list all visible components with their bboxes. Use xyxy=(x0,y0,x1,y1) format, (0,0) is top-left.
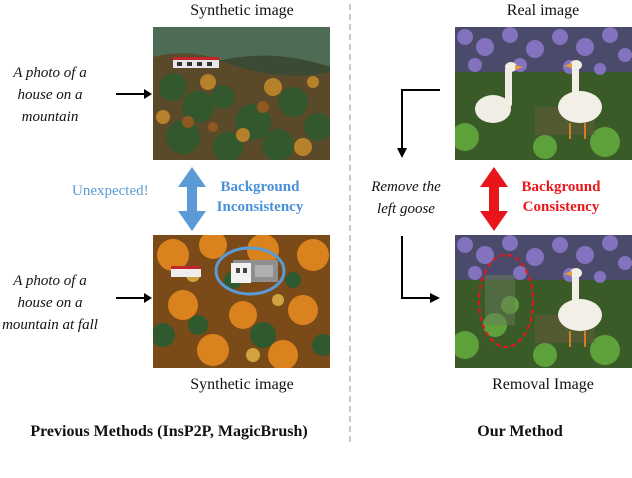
label-line: Background xyxy=(521,179,601,195)
right-top-caption: Real image xyxy=(506,2,580,19)
right-bottom-caption: Removal Image xyxy=(492,376,594,393)
background-inconsistency-label: Background Inconsistency xyxy=(207,177,313,217)
label-line: Inconsistency xyxy=(216,199,304,215)
left-footer-title: Previous Methods (InsP2P, MagicBrush) xyxy=(30,423,308,440)
prompt-line: A photo of a xyxy=(13,65,87,81)
prompt-house-mountain: A photo of a house on a mountain xyxy=(2,62,98,128)
synthetic-house-fall-image xyxy=(153,235,330,368)
bracket-arrow-down-icon xyxy=(397,89,440,158)
label-line: Consistency xyxy=(522,199,600,215)
prompt-line: mountain at fall xyxy=(2,317,98,333)
arrow-right-icon xyxy=(116,89,152,99)
prompt-line: house on a xyxy=(17,87,83,103)
arrow-right-icon xyxy=(116,293,152,303)
left-bottom-caption: Synthetic image xyxy=(190,376,294,393)
background-consistency-label: Background Consistency xyxy=(508,177,614,217)
prompt-line: mountain xyxy=(21,109,79,125)
removal-image xyxy=(455,235,632,368)
double-arrow-blue-icon xyxy=(178,167,206,231)
remove-goose-instruction: Remove the left goose xyxy=(360,176,452,220)
section-divider xyxy=(349,4,351,442)
synthetic-house-image xyxy=(153,27,330,160)
real-goose-image xyxy=(455,27,632,160)
instruction-line: left goose xyxy=(377,201,435,217)
double-arrow-red-icon xyxy=(480,167,508,231)
left-top-caption: Synthetic image xyxy=(190,2,294,19)
bracket-arrow-right-icon xyxy=(401,236,440,303)
prompt-line: A photo of a xyxy=(13,273,87,289)
label-line: Background xyxy=(220,179,300,195)
unexpected-annotation: Unexpected! xyxy=(72,183,149,199)
right-footer-title: Our Method xyxy=(477,423,563,440)
instruction-line: Remove the xyxy=(371,179,441,195)
prompt-house-mountain-fall: A photo of a house on a mountain at fall xyxy=(0,270,100,336)
prompt-line: house on a xyxy=(17,295,83,311)
